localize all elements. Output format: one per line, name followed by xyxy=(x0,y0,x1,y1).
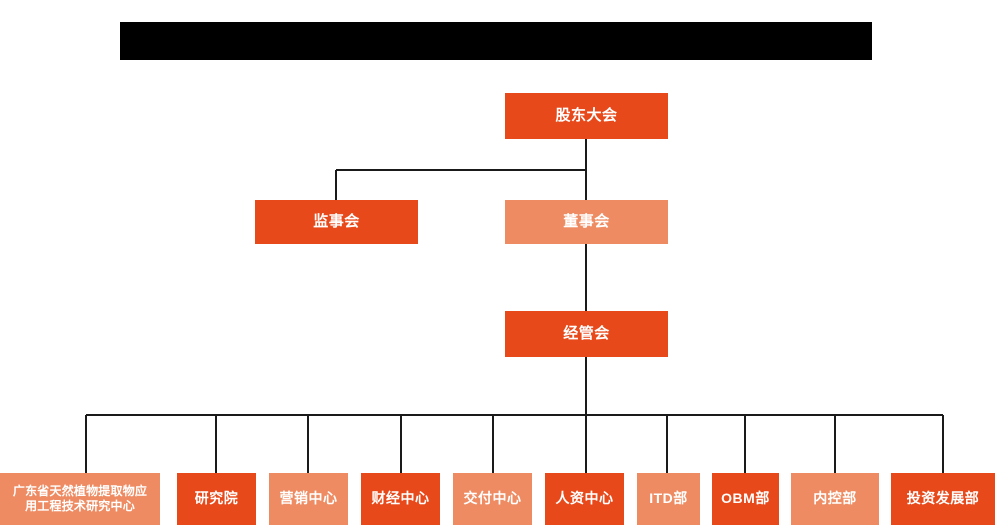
node-investment-development-department[interactable]: 投资发展部 xyxy=(891,473,995,525)
node-label: 营销中心 xyxy=(279,490,338,507)
node-marketing-center[interactable]: 营销中心 xyxy=(269,473,348,525)
node-delivery-center[interactable]: 交付中心 xyxy=(453,473,532,525)
node-finance-center[interactable]: 财经中心 xyxy=(361,473,440,525)
node-board-of-directors[interactable]: 董事会 xyxy=(505,200,668,244)
node-itd-department[interactable]: ITD部 xyxy=(637,473,700,525)
node-label: 研究院 xyxy=(194,490,239,507)
node-hr-center[interactable]: 人资中心 xyxy=(545,473,624,525)
node-label: 经管会 xyxy=(563,324,610,342)
node-label: 投资发展部 xyxy=(906,490,980,507)
node-label-line-2: 用工程技术研究中心 xyxy=(25,499,135,513)
node-internal-control-department[interactable]: 内控部 xyxy=(791,473,879,525)
node-research-institute[interactable]: 研究院 xyxy=(177,473,256,525)
node-label-line-1: 广东省天然植物提取物应 xyxy=(12,484,148,498)
node-label: 财经中心 xyxy=(371,490,430,507)
node-label: OBM部 xyxy=(721,490,770,507)
node-label: 董事会 xyxy=(563,212,610,230)
node-research-center[interactable]: 广东省天然植物提取物应 用工程技术研究中心 xyxy=(0,473,160,525)
node-label: 交付中心 xyxy=(463,490,522,507)
node-label: 监事会 xyxy=(313,212,360,230)
redaction-bar xyxy=(120,22,872,60)
node-board-of-supervisors[interactable]: 监事会 xyxy=(255,200,418,244)
node-label: ITD部 xyxy=(649,490,688,507)
node-label: 人资中心 xyxy=(555,490,614,507)
node-label: 内控部 xyxy=(813,490,857,507)
node-management-committee[interactable]: 经管会 xyxy=(505,311,668,357)
node-shareholders-meeting[interactable]: 股东大会 xyxy=(505,93,668,139)
node-label: 股东大会 xyxy=(555,106,618,124)
node-obm-department[interactable]: OBM部 xyxy=(712,473,779,525)
